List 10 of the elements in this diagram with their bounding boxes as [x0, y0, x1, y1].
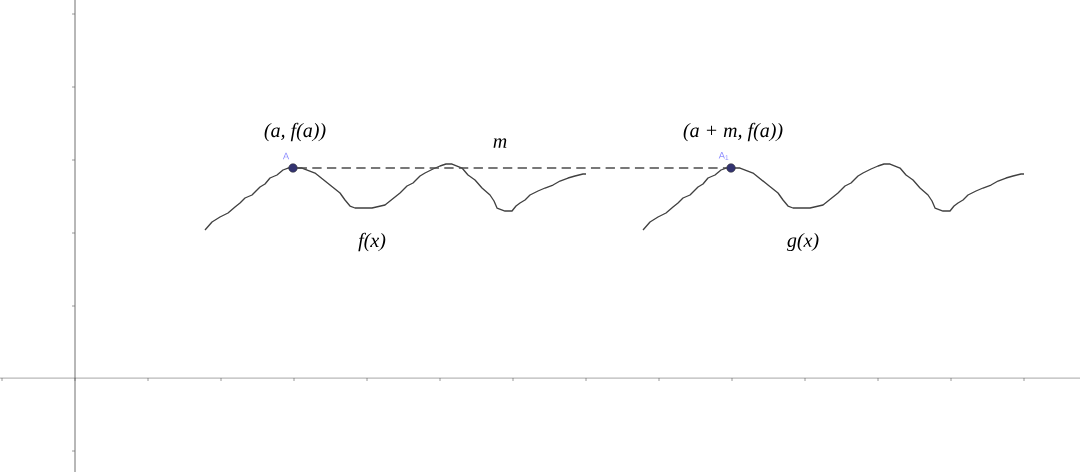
coordinate-label: (a, f(a)): [264, 122, 326, 142]
point-label: A: [282, 152, 290, 160]
point-label: A$_{1}$: [718, 152, 729, 160]
function-label: g(x): [786, 232, 819, 252]
function-label: f(x): [358, 232, 386, 252]
dashed-line: [296, 167, 728, 169]
coordinate-label: (a + m, f(a)): [683, 122, 783, 142]
edge-label: m: [493, 138, 507, 148]
point: [726, 163, 736, 173]
point: [288, 163, 298, 173]
